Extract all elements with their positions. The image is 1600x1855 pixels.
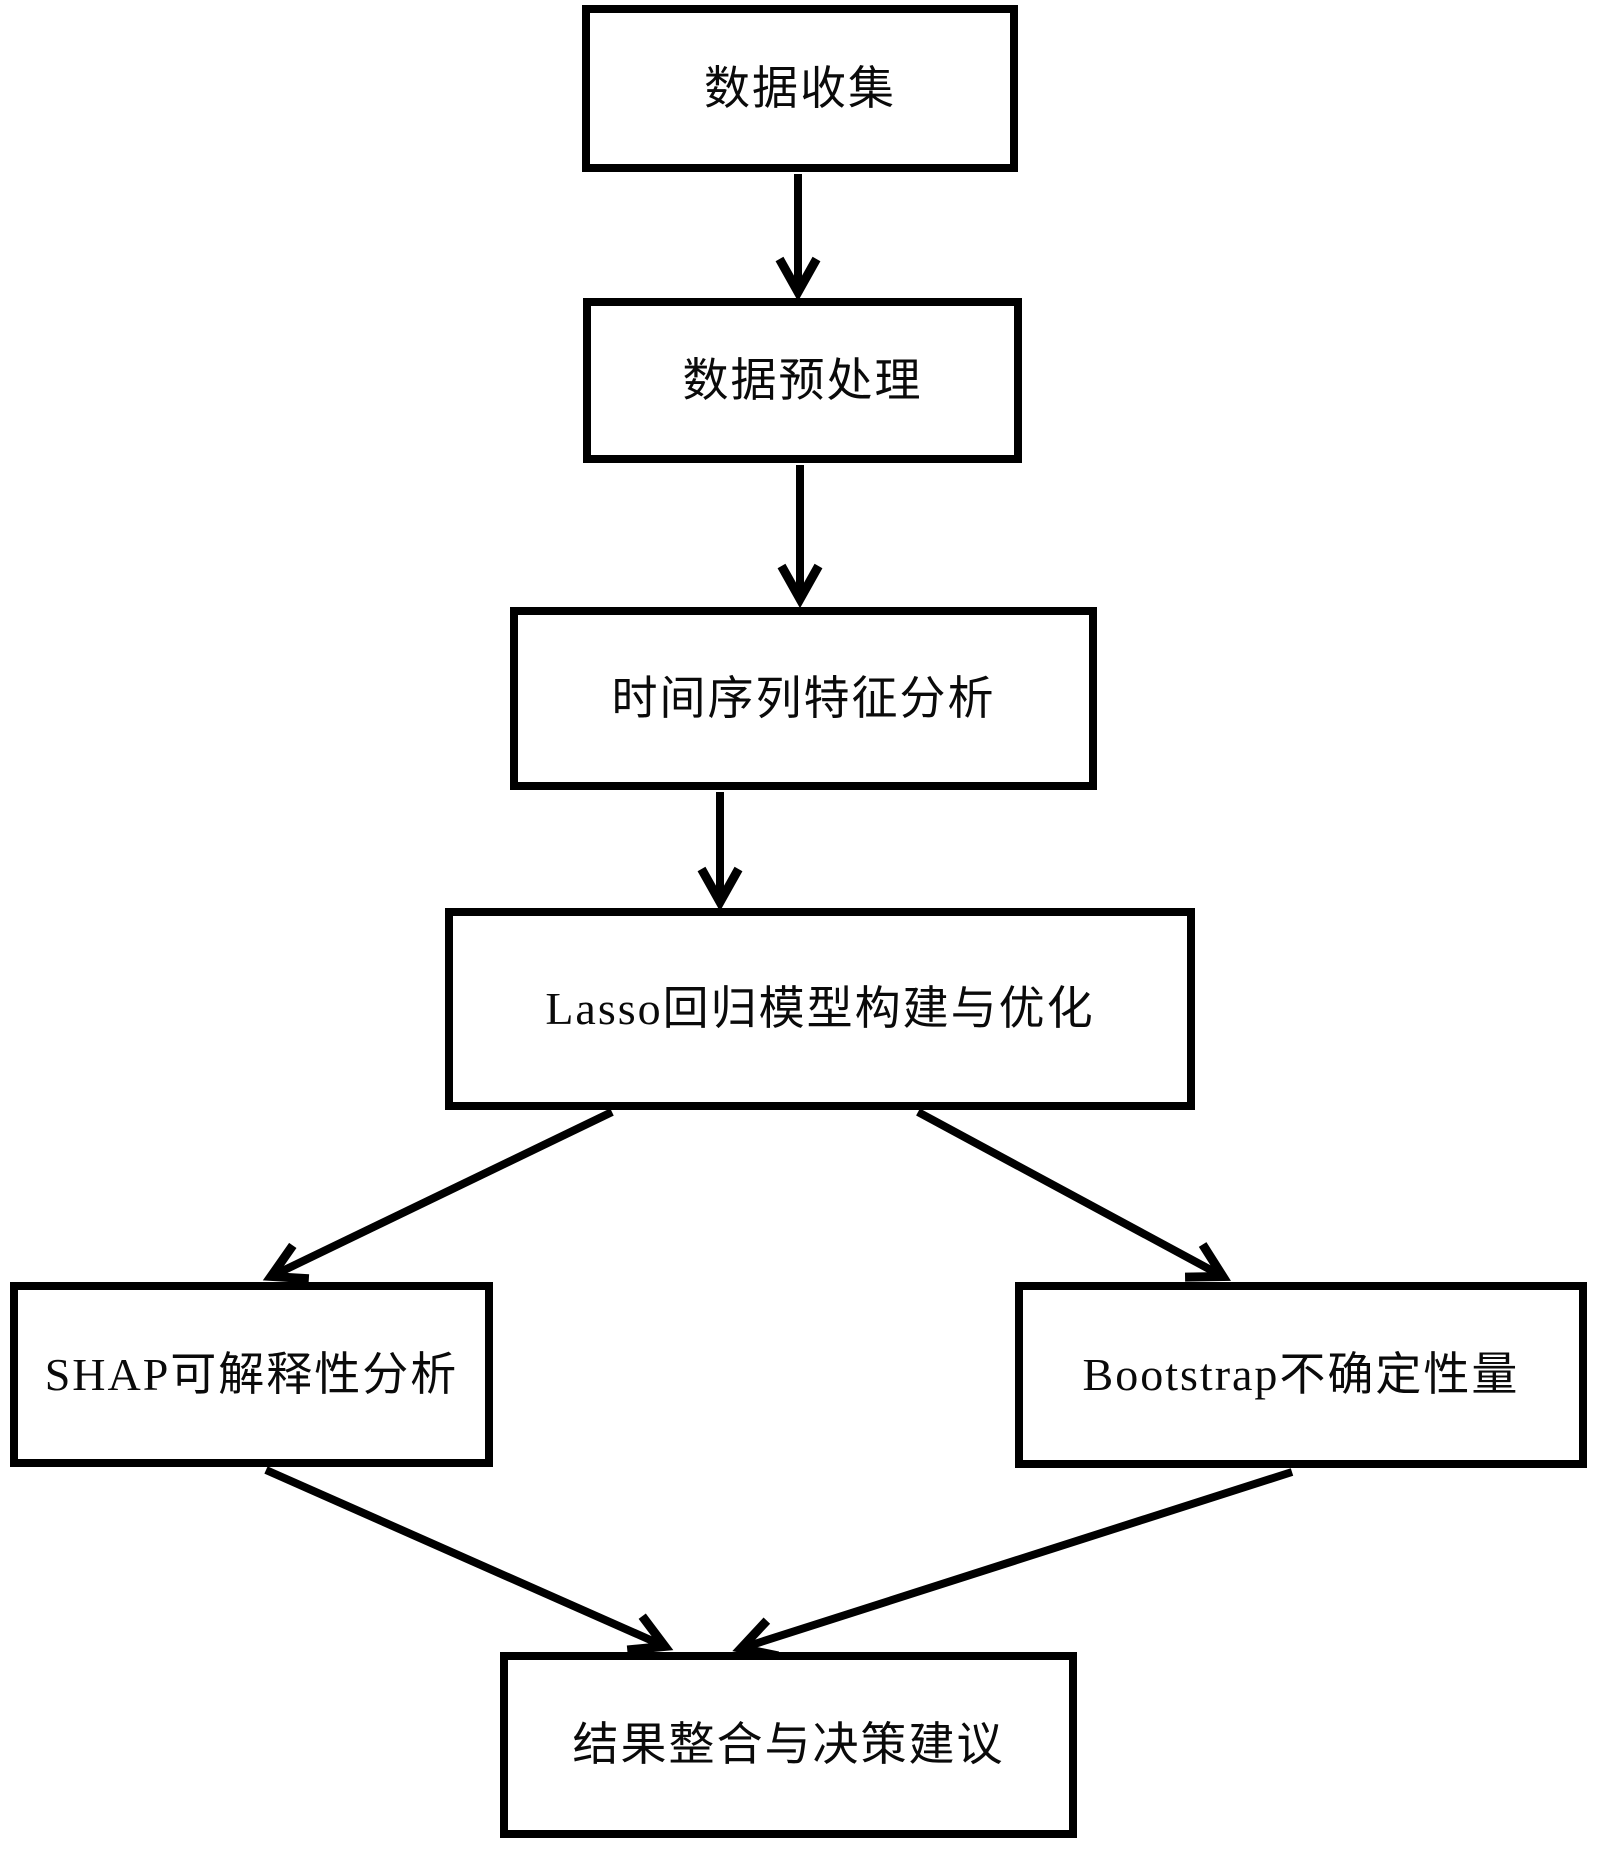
- node-results-integration: 结果整合与决策建议: [500, 1652, 1077, 1838]
- node-shap-analysis: SHAP可解释性分析: [10, 1282, 493, 1467]
- node-data-collection-label: 数据收集: [704, 62, 896, 114]
- node-lasso-model: Lasso回归模型构建与优化: [445, 908, 1195, 1110]
- node-time-series-analysis-label: 时间序列特征分析: [611, 672, 996, 724]
- node-results-integration-label: 结果整合与决策建议: [572, 1719, 1005, 1771]
- node-data-preprocessing-label: 数据预处理: [682, 354, 923, 406]
- node-shap-analysis-label: SHAP可解释性分析: [44, 1348, 459, 1400]
- node-data-preprocessing: 数据预处理: [583, 298, 1022, 463]
- edge-lasso-model-to-shap-analysis: [262, 1108, 614, 1284]
- node-bootstrap-uncertainty: Bootstrap不确定性量: [1015, 1282, 1587, 1468]
- edge-bootstrap-uncertainty-to-results-integration: [732, 1468, 1294, 1661]
- node-time-series-analysis: 时间序列特征分析: [510, 607, 1097, 790]
- node-lasso-model-label: Lasso回归模型构建与优化: [545, 983, 1095, 1035]
- node-data-collection: 数据收集: [582, 5, 1018, 172]
- edge-lasso-model-to-bootstrap-uncertainty: [916, 1108, 1231, 1282]
- node-bootstrap-uncertainty-label: Bootstrap不确定性量: [1082, 1349, 1520, 1401]
- edge-shap-analysis-to-results-integration: [264, 1466, 674, 1655]
